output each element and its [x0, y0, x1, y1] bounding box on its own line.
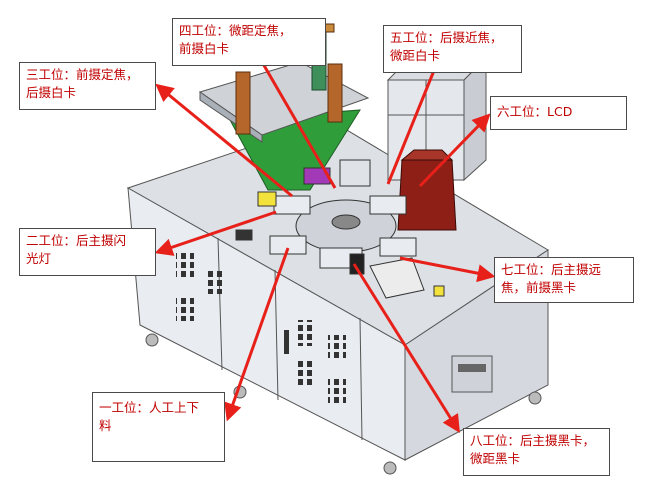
- side-tray: [369, 257, 425, 299]
- vent-grille: [328, 335, 346, 361]
- arrow-station1: [224, 247, 290, 422]
- caster-wheel: [383, 461, 397, 475]
- arrow-station8: [352, 263, 460, 434]
- door-handle: [284, 330, 289, 354]
- caster-wheel: [145, 333, 159, 347]
- arrow-station2: [154, 210, 277, 256]
- orange-bracket: [235, 71, 251, 135]
- callout-arrows: [154, 32, 496, 434]
- vent-grille: [176, 295, 194, 321]
- arrow-station6: [418, 113, 491, 188]
- yellow-card: [257, 191, 277, 207]
- vent-grille: [298, 320, 316, 346]
- callout-station4: 四工位：微距定焦， 前摄白卡: [172, 18, 326, 66]
- rotary-table: [235, 159, 445, 299]
- vent-grille: [176, 252, 194, 278]
- callout-station3: 三工位：前摄定焦， 后摄白卡: [19, 62, 156, 110]
- arrow-station3: [155, 83, 293, 198]
- caster-wheel: [528, 391, 542, 405]
- vent-grille: [328, 378, 346, 404]
- red-tower: [397, 159, 457, 231]
- vent-grille: [204, 268, 222, 294]
- orange-bracket: [327, 63, 343, 123]
- electrical-box: [451, 355, 493, 393]
- vent-grille: [298, 360, 316, 386]
- callout-station6: 六工位：LCD: [490, 96, 627, 130]
- purple-block: [303, 167, 331, 185]
- callout-station7: 七工位：后主摄远 焦，前摄黑卡: [494, 257, 634, 303]
- callout-station5: 五工位：后摄近焦， 微距白卡: [383, 25, 522, 73]
- callout-station1: 一工位：人工上下 料: [92, 392, 225, 462]
- arrow-station7: [399, 256, 496, 283]
- callout-station8: 八工位：后主摄黑卡， 微距黑卡: [463, 428, 610, 476]
- callout-station2: 二工位：后主摄闪 光灯: [19, 228, 156, 276]
